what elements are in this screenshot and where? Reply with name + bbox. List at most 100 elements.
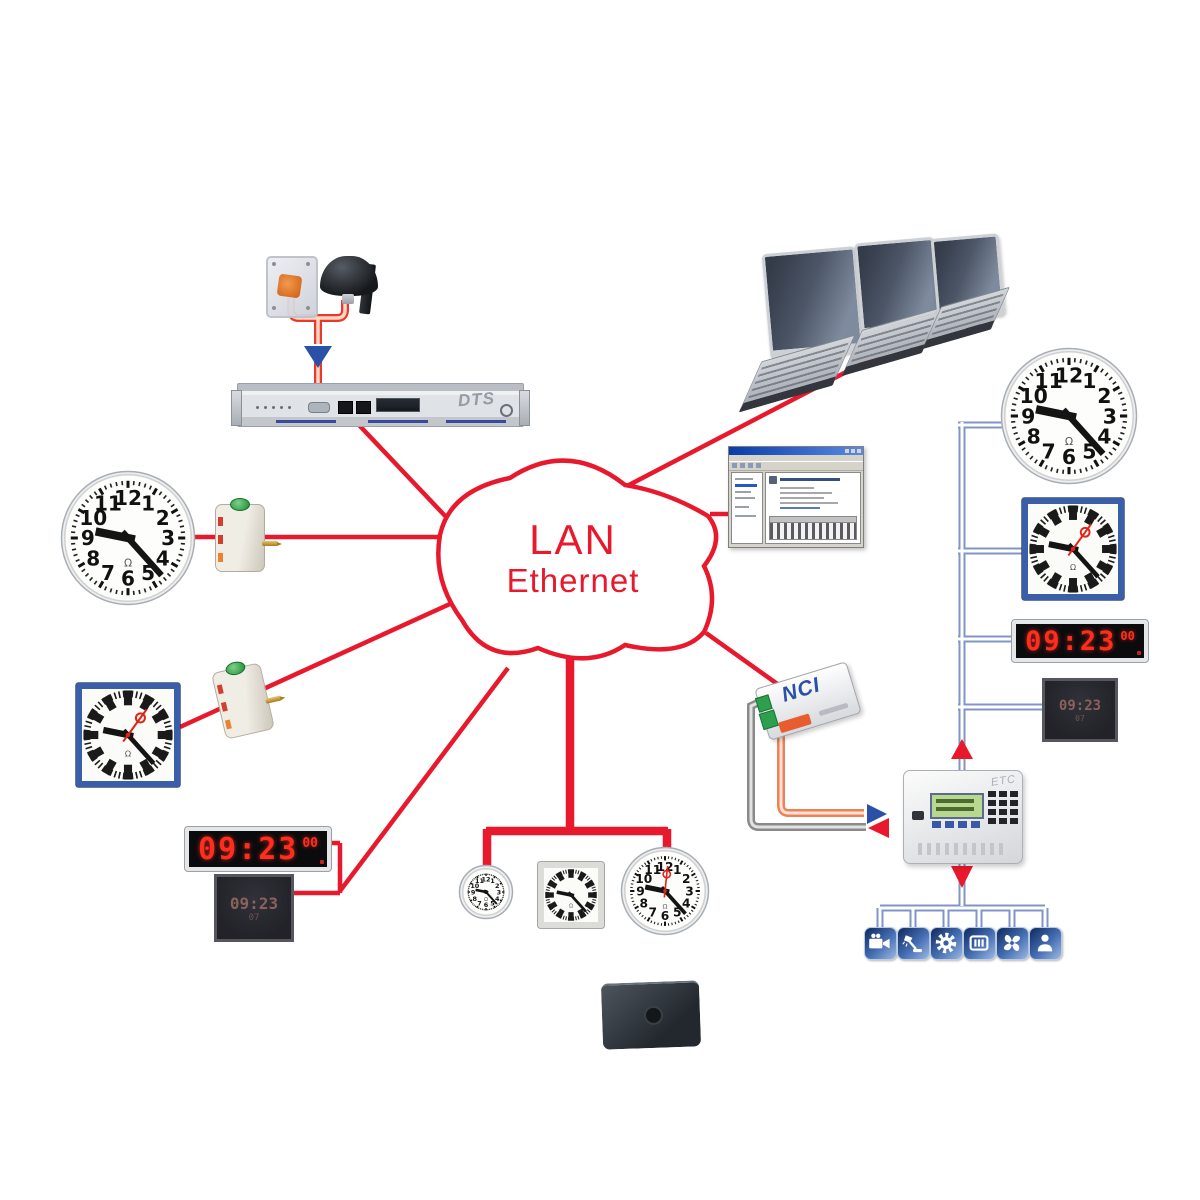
gps-receiver-core (276, 273, 303, 299)
svg-text:3: 3 (1103, 404, 1117, 428)
orange-wire (777, 733, 864, 817)
arrow-right-blue-icon (867, 804, 887, 824)
nci-label: NCI (778, 673, 824, 707)
svg-text:6: 6 (121, 566, 135, 590)
svg-text:Ω: Ω (125, 749, 131, 759)
blue-line-network (876, 421, 1049, 928)
window-tree-pane (731, 472, 763, 544)
svg-text:9: 9 (471, 888, 476, 896)
movement-labels (218, 517, 223, 526)
eco-date: 07 (248, 912, 260, 923)
svg-text:Ω: Ω (124, 556, 132, 569)
svg-text:9: 9 (81, 526, 95, 550)
eco-date: 07 (1075, 713, 1085, 723)
antenna-neck (342, 294, 354, 304)
serial-port (308, 402, 330, 413)
svg-text:12: 12 (1055, 364, 1083, 388)
svg-text:11: 11 (94, 491, 122, 515)
svg-text:7: 7 (1041, 440, 1055, 464)
svg-text:2: 2 (495, 882, 500, 890)
content-table (769, 516, 857, 540)
dts-brand-label: DTS (457, 388, 496, 411)
svg-text:6: 6 (661, 909, 670, 923)
antenna-dome (320, 256, 378, 296)
svg-text:Ω: Ω (663, 902, 668, 910)
arrow-left-red-icon (868, 818, 889, 838)
terminal-block (754, 694, 773, 713)
svg-text:6: 6 (1062, 445, 1076, 469)
movement-shaft (262, 541, 282, 546)
rack-ear (231, 390, 242, 426)
gps-antenna (320, 254, 382, 316)
window-titlebar (729, 447, 863, 455)
svg-text:10: 10 (635, 872, 652, 886)
clock-movement (215, 498, 282, 572)
lcd-display (930, 793, 984, 819)
brand-logo-icon (500, 404, 513, 417)
content-heading-bar (780, 478, 840, 481)
svg-text:Ω: Ω (1065, 435, 1073, 448)
fan-icon (996, 927, 1029, 960)
person-icon (1029, 927, 1062, 960)
digital-led-clock: 09:23 00 (1011, 619, 1149, 663)
etc-label: ETC (990, 773, 1017, 789)
svg-text:1: 1 (1082, 369, 1096, 393)
cloud-label-line2: Ethernet (507, 562, 640, 599)
svg-text:4: 4 (682, 897, 691, 911)
arrow-up-red-icon (951, 739, 973, 759)
window-menubar (729, 455, 863, 462)
led-seconds: 00 (302, 836, 318, 851)
function-keys (932, 821, 941, 828)
analog-square-clock: Ω (74, 681, 182, 789)
svg-text:Ω: Ω (569, 903, 573, 909)
rack-ear (519, 390, 530, 426)
led-time: 09:23 (1025, 625, 1117, 657)
svg-text:2: 2 (156, 506, 170, 530)
screw-icon (272, 262, 276, 266)
svg-text:Ω: Ω (1070, 563, 1076, 572)
svg-text:7: 7 (101, 561, 115, 585)
svg-text:12: 12 (114, 486, 142, 510)
black-receiver-box (600, 980, 702, 1050)
cloud-label-line1: LAN (529, 516, 617, 563)
ethernet-port (356, 401, 371, 414)
svg-text:2: 2 (1097, 384, 1111, 408)
etc-time-center: ETC (903, 770, 1023, 864)
window-content-pane (765, 472, 861, 544)
svg-text:10: 10 (470, 882, 479, 890)
svg-text:1: 1 (490, 877, 495, 885)
svg-text:6: 6 (484, 901, 489, 909)
red-clock-bus (482, 655, 672, 866)
rack-display (376, 398, 420, 412)
svg-text:8: 8 (473, 895, 478, 903)
cloud-outline (436, 458, 719, 661)
movement-labels (216, 684, 224, 695)
box-button (643, 1005, 664, 1026)
svg-text:Ω: Ω (484, 897, 488, 903)
svg-text:1: 1 (141, 491, 155, 515)
svg-text:7: 7 (649, 906, 658, 920)
numeric-keypad (988, 791, 996, 797)
svg-text:9: 9 (1021, 404, 1035, 428)
movement-button (230, 498, 250, 511)
analog-square-clock: Ω (536, 860, 606, 930)
svg-text:8: 8 (86, 546, 100, 570)
svg-text:3: 3 (685, 884, 694, 898)
svg-text:12: 12 (482, 875, 491, 883)
svg-text:4: 4 (156, 546, 170, 570)
svg-text:3: 3 (161, 526, 175, 550)
svg-text:5: 5 (490, 900, 495, 908)
camera-icon (864, 927, 897, 960)
status-leds (256, 406, 259, 409)
config-software-window (728, 446, 864, 548)
lan-ethernet-cloud: LAN Ethernet (436, 458, 719, 661)
gray-wire (747, 695, 866, 831)
svg-text:10: 10 (79, 506, 107, 530)
eco-digital-clock: 09:23 07 (214, 874, 294, 942)
gear-icon (930, 927, 963, 960)
